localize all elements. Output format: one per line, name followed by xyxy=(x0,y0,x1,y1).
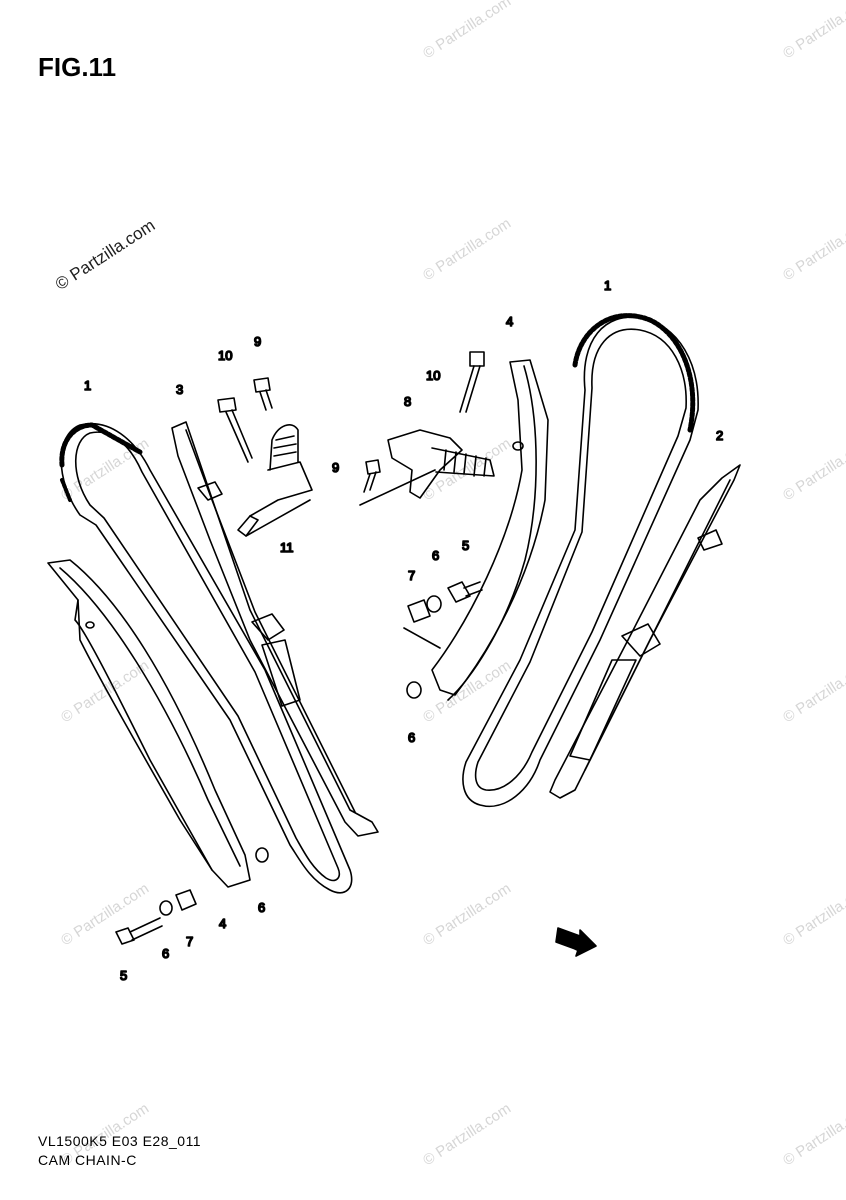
washer-right xyxy=(426,595,442,613)
callout-5-right: 5 xyxy=(462,538,469,553)
callout-1-left: 1 xyxy=(84,378,91,393)
cam-chain-left xyxy=(59,422,353,894)
spacer-left xyxy=(175,889,197,911)
callout-6-right-lower: 6 xyxy=(408,730,415,745)
tensioner-arm-right xyxy=(549,464,741,799)
callout-2: 2 xyxy=(716,428,723,443)
bolt-right-10 xyxy=(459,351,485,413)
callout-9-right: 9 xyxy=(332,460,339,475)
callout-6-right: 6 xyxy=(432,548,439,563)
tensioner-arm-left xyxy=(171,421,379,837)
callout-6-left: 6 xyxy=(162,946,169,961)
bolt-right-5 xyxy=(447,581,483,603)
callout-10-left: 10 xyxy=(218,348,232,363)
tensioner-adjuster-left xyxy=(237,424,313,537)
bolt-left-9 xyxy=(253,377,273,411)
callout-4-right: 4 xyxy=(506,314,513,329)
callout-4-left: 4 xyxy=(219,916,226,931)
fwd-arrow-icon: FWD xyxy=(555,927,597,957)
diagram-name: CAM CHAIN-C xyxy=(38,1152,137,1168)
callout-10-right: 10 xyxy=(426,368,440,383)
chain-guide-left xyxy=(47,559,251,888)
callout-1-right: 1 xyxy=(604,278,611,293)
callout-7-left: 7 xyxy=(186,934,193,949)
bolt-left-10 xyxy=(217,397,253,463)
cam-chain-right xyxy=(462,313,699,808)
callout-3: 3 xyxy=(176,382,183,397)
callout-6-left-upper: 6 xyxy=(258,900,265,915)
washer-left-upper xyxy=(255,847,269,863)
figure-title: FIG.11 xyxy=(38,52,117,82)
spacer-right xyxy=(407,599,431,623)
washer-right-lower xyxy=(406,681,422,699)
tensioner-body-right xyxy=(359,429,495,506)
washer-left xyxy=(159,900,173,916)
callout-8: 8 xyxy=(404,394,411,409)
chain-guide-right xyxy=(431,359,549,701)
bolt-left-5 xyxy=(115,917,163,945)
callout-5-left: 5 xyxy=(120,968,127,983)
callout-11: 11 xyxy=(280,540,294,555)
callout-9-left: 9 xyxy=(254,334,261,349)
bolt-right-9 xyxy=(363,459,381,493)
diagram-code: VL1500K5 E03 E28_011 xyxy=(38,1133,202,1149)
callout-7-right: 7 xyxy=(408,568,415,583)
